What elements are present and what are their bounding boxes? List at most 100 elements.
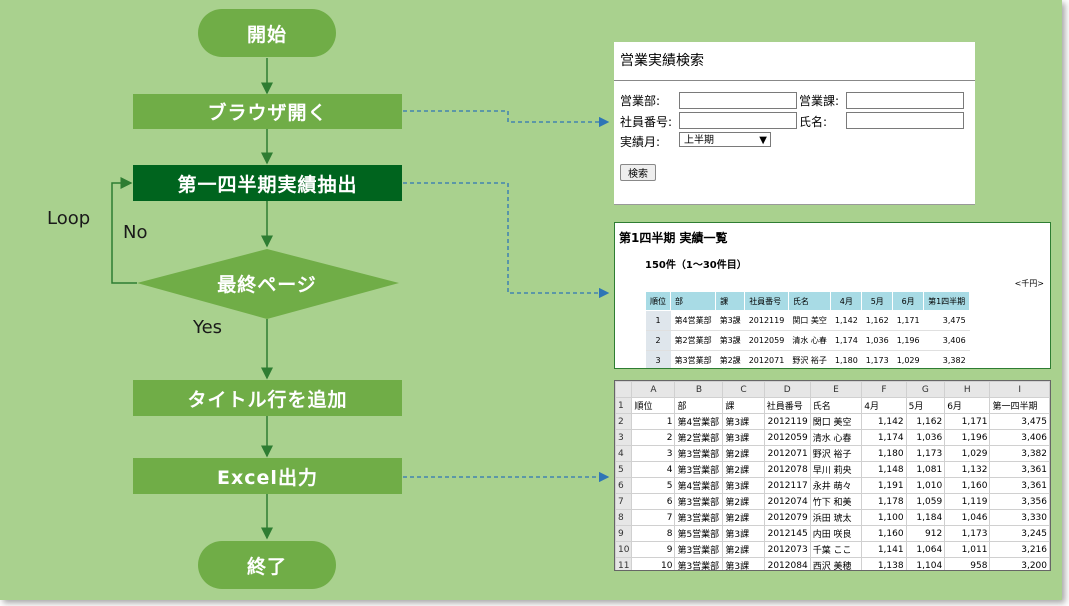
excel-cell[interactable]: 4 [631, 461, 676, 478]
excel-column-header[interactable]: B [674, 381, 724, 398]
section-input[interactable] [846, 92, 964, 109]
excel-cell[interactable]: 2012073 [763, 541, 811, 558]
excel-column-header[interactable]: I [989, 381, 1050, 398]
excel-cell[interactable]: 1,010 [905, 477, 946, 494]
excel-cell[interactable]: 2012145 [763, 525, 811, 542]
excel-row-header[interactable]: 8 [615, 509, 633, 526]
excel-cell[interactable]: 第3営業部 [674, 493, 724, 510]
month-select[interactable]: 上半期▼ [679, 132, 771, 147]
excel-cell[interactable]: 第2課 [722, 445, 765, 462]
excel-cell[interactable]: 第5営業部 [674, 525, 724, 542]
excel-cell[interactable]: 6月 [944, 397, 991, 414]
search-button[interactable]: 検索 [620, 164, 656, 181]
excel-cell[interactable]: 第3課 [722, 477, 765, 494]
excel-row-header[interactable]: 1 [615, 397, 633, 414]
excel-cell[interactable]: 順位 [631, 397, 676, 414]
excel-cell[interactable]: 6 [631, 493, 676, 510]
excel-cell[interactable]: 1,119 [944, 493, 991, 510]
excel-cell[interactable]: 3,475 [989, 413, 1050, 430]
excel-row-header[interactable]: 2 [615, 413, 633, 430]
excel-cell[interactable]: 第2営業部 [674, 429, 724, 446]
excel-cell[interactable]: 1,036 [905, 429, 946, 446]
excel-column-header[interactable]: H [944, 381, 991, 398]
excel-cell[interactable]: 第2課 [722, 461, 765, 478]
excel-cell[interactable]: 2012078 [763, 461, 811, 478]
excel-cell[interactable]: 2012074 [763, 493, 811, 510]
excel-cell[interactable]: 3,330 [989, 509, 1050, 526]
excel-cell[interactable]: 第4営業部 [674, 413, 724, 430]
excel-column-header[interactable]: A [631, 381, 676, 398]
excel-cell[interactable]: 1,180 [861, 445, 907, 462]
excel-cell[interactable]: 2012071 [763, 445, 811, 462]
excel-cell[interactable]: 3 [631, 445, 676, 462]
excel-cell[interactable]: 第3課 [722, 525, 765, 542]
excel-cell[interactable]: 竹下 和美 [809, 493, 863, 510]
dept-input[interactable] [679, 92, 797, 109]
excel-column-header[interactable]: G [905, 381, 946, 398]
excel-cell[interactable]: 1,148 [861, 461, 907, 478]
excel-column-header[interactable]: E [809, 381, 863, 398]
excel-cell[interactable]: 第一四半期 [989, 397, 1050, 414]
excel-row-header[interactable]: 6 [615, 477, 633, 494]
excel-cell[interactable]: 早川 莉央 [809, 461, 863, 478]
excel-cell[interactable]: 西沢 美穂 [809, 557, 863, 570]
excel-cell[interactable]: 1,184 [905, 509, 946, 526]
excel-cell[interactable]: 3,245 [989, 525, 1050, 542]
excel-cell[interactable]: 1,141 [861, 541, 907, 558]
excel-cell[interactable]: 1,029 [944, 445, 991, 462]
excel-cell[interactable]: 958 [944, 557, 991, 570]
excel-cell[interactable]: 1,138 [861, 557, 907, 570]
excel-cell[interactable]: 第4営業部 [674, 477, 724, 494]
excel-cell[interactable]: 2012059 [763, 429, 811, 446]
excel-cell[interactable]: 1,011 [944, 541, 991, 558]
excel-cell[interactable]: 3,406 [989, 429, 1050, 446]
excel-cell[interactable]: 氏名 [809, 397, 863, 414]
excel-column-header[interactable]: F [861, 381, 907, 398]
excel-cell[interactable]: 1,064 [905, 541, 946, 558]
excel-row-header[interactable]: 9 [615, 525, 633, 542]
excel-cell[interactable]: 3,356 [989, 493, 1050, 510]
excel-cell[interactable]: 3,216 [989, 541, 1050, 558]
excel-cell[interactable]: 内田 咲良 [809, 525, 863, 542]
excel-cell[interactable]: 1,191 [861, 477, 907, 494]
excel-cell[interactable]: 第3営業部 [674, 557, 724, 570]
excel-cell[interactable]: 第3営業部 [674, 509, 724, 526]
excel-cell[interactable]: 1,081 [905, 461, 946, 478]
excel-cell[interactable]: 5月 [905, 397, 946, 414]
excel-cell[interactable]: 1,196 [944, 429, 991, 446]
excel-cell[interactable]: 第2課 [722, 541, 765, 558]
excel-cell[interactable]: 浜田 琥太 [809, 509, 863, 526]
excel-cell[interactable]: 清水 心春 [809, 429, 863, 446]
excel-cell[interactable]: 3,361 [989, 477, 1050, 494]
excel-cell[interactable]: 1,132 [944, 461, 991, 478]
excel-cell[interactable]: 第2課 [722, 509, 765, 526]
excel-cell[interactable]: 1,160 [944, 477, 991, 494]
excel-cell[interactable]: 社員番号 [763, 397, 811, 414]
excel-row-header[interactable]: 5 [615, 461, 633, 478]
name-input[interactable] [846, 112, 964, 129]
excel-cell[interactable]: 3,200 [989, 557, 1050, 570]
excel-cell[interactable]: 2 [631, 429, 676, 446]
excel-cell[interactable]: 永井 萌々 [809, 477, 863, 494]
excel-cell[interactable]: 課 [722, 397, 765, 414]
excel-cell[interactable]: 1,174 [861, 429, 907, 446]
excel-column-header[interactable]: C [722, 381, 765, 398]
excel-cell[interactable]: 第3営業部 [674, 541, 724, 558]
excel-cell[interactable]: 第3課 [722, 429, 765, 446]
excel-cell[interactable]: 2012079 [763, 509, 811, 526]
excel-cell[interactable]: 1,160 [861, 525, 907, 542]
excel-cell[interactable]: 1,059 [905, 493, 946, 510]
excel-cell[interactable]: 第3営業部 [674, 445, 724, 462]
excel-cell[interactable]: 第3営業部 [674, 461, 724, 478]
excel-cell[interactable]: 2012084 [763, 557, 811, 570]
excel-cell[interactable]: 2012117 [763, 477, 811, 494]
excel-cell[interactable]: 1,046 [944, 509, 991, 526]
excel-cell[interactable]: 第3課 [722, 413, 765, 430]
excel-cell[interactable]: 1,162 [905, 413, 946, 430]
excel-cell[interactable]: 第2課 [722, 493, 765, 510]
excel-cell[interactable]: 1,100 [861, 509, 907, 526]
excel-cell[interactable]: 3,382 [989, 445, 1050, 462]
excel-corner-cell[interactable] [615, 381, 633, 398]
excel-cell[interactable]: 1,104 [905, 557, 946, 570]
excel-cell[interactable]: 1,178 [861, 493, 907, 510]
